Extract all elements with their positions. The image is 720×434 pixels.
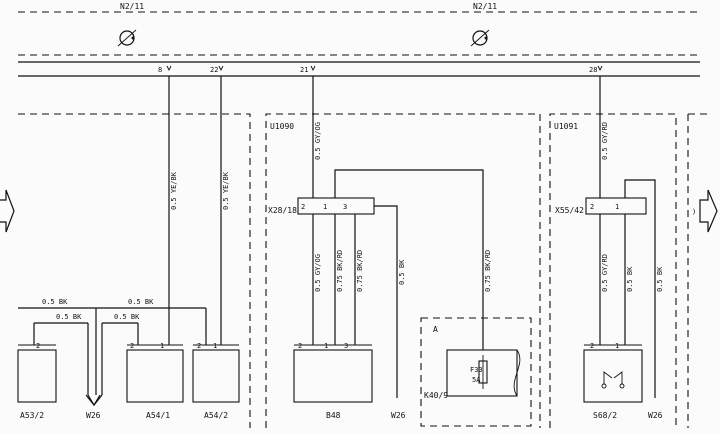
x55-pin-2: 2 [590, 203, 594, 211]
component-label-a54-1: A54/1 [146, 411, 170, 420]
fuse-rating: 5A [472, 376, 481, 384]
fuse-label-f33: F33 [470, 366, 483, 374]
component-b48 [293, 344, 373, 403]
component-label-k40-9: K40/9 [424, 391, 448, 400]
x55-pin-1: 1 [615, 203, 619, 211]
page-continue-left-icon [0, 189, 15, 233]
wire-label-21: 0.5 GY/OG [314, 122, 322, 160]
a54-1-pin-1: 1 [160, 342, 164, 350]
wire-label-x55-2: 0.5 BK [626, 266, 634, 292]
wire-label-bk2: 0.5 BK [128, 298, 154, 306]
b48-pin-2: 2 [298, 342, 302, 350]
wire-label-k40: 0.75 BK/RD [484, 250, 492, 292]
component-a54-2 [192, 344, 240, 403]
component-label-w26-right: W26 [648, 411, 663, 420]
x28-pin-3: 3 [343, 203, 347, 211]
bus-pin-22: 22 [210, 66, 218, 74]
control-module-bus: N2/11 N2/11 8 22 21 28 [18, 2, 700, 77]
wire-label-x28-gnd: 0.5 BK [398, 259, 406, 285]
section-label-right: U1091 [554, 122, 578, 131]
section-frames [18, 113, 712, 428]
k40-tag: A [433, 325, 438, 334]
component-label-a54-2: A54/2 [204, 411, 228, 420]
component-label-s68-2: S68/2 [593, 411, 617, 420]
wire-label-8: 0.5 YE/BK [170, 171, 178, 210]
wire-label-bk4: 0.5 BK [114, 313, 140, 321]
a54-1-pin-2: 2 [130, 342, 134, 350]
wire-label-x28-3: 0.75 BK/RD [356, 250, 364, 292]
section-label-mid: U1090 [270, 122, 294, 131]
a54-2-pin-2: 2 [197, 342, 201, 350]
component-label-w26-mid: W26 [391, 411, 406, 420]
module-label-left: N2/11 [120, 2, 144, 11]
wire-label-bk3: 0.5 BK [56, 313, 82, 321]
wire-label-bk1: 0.5 BK [42, 298, 68, 306]
left-section-wiring [18, 76, 222, 407]
x28-pin-2: 2 [301, 203, 305, 211]
wire-label-28: 0.5 GY/RD [601, 122, 609, 160]
wire-label-x28-1: 0.5 GY/OG [314, 254, 322, 292]
component-label-b48: B48 [326, 411, 341, 420]
bus-pin-21: 21 [300, 66, 308, 74]
component-a53-2 [17, 344, 57, 403]
right-section-wiring [585, 76, 656, 398]
wire-label-22: 0.5 YE/BK [222, 171, 230, 210]
b48-pin-3: 3 [344, 342, 348, 350]
continue-mark: ) [692, 208, 696, 216]
a53-pin: 2 [36, 342, 40, 350]
mid-section-wiring [297, 76, 484, 398]
component-a54-1 [126, 344, 184, 403]
connector-label-x55: X55/42 [555, 206, 584, 215]
s68-pin-1: 1 [615, 342, 619, 350]
wire-label-x55-1: 0.5 GY/RD [601, 254, 609, 292]
x28-pin-1: 1 [323, 203, 327, 211]
bus-pin-8: 8 [158, 66, 162, 74]
component-s68-2 [583, 344, 643, 403]
bus-pin-28: 28 [589, 66, 597, 74]
page-continue-right-icon [699, 189, 718, 233]
wire-label-x55-gnd: 0.5 BK [656, 266, 664, 292]
a54-2-pin-1: 1 [213, 342, 217, 350]
b48-pin-1: 1 [324, 342, 328, 350]
component-label-w26-left: W26 [86, 411, 101, 420]
module-symbol-icon [117, 29, 137, 47]
component-k40-9 [420, 317, 532, 427]
component-label-a53-2: A53/2 [20, 411, 44, 420]
module-symbol-icon [470, 29, 490, 47]
module-label-right: N2/11 [473, 2, 497, 11]
wire-label-x28-2: 0.75 BK/RD [336, 250, 344, 292]
connector-label-x28: X28/18 [268, 206, 297, 215]
s68-pin-2: 2 [590, 342, 594, 350]
